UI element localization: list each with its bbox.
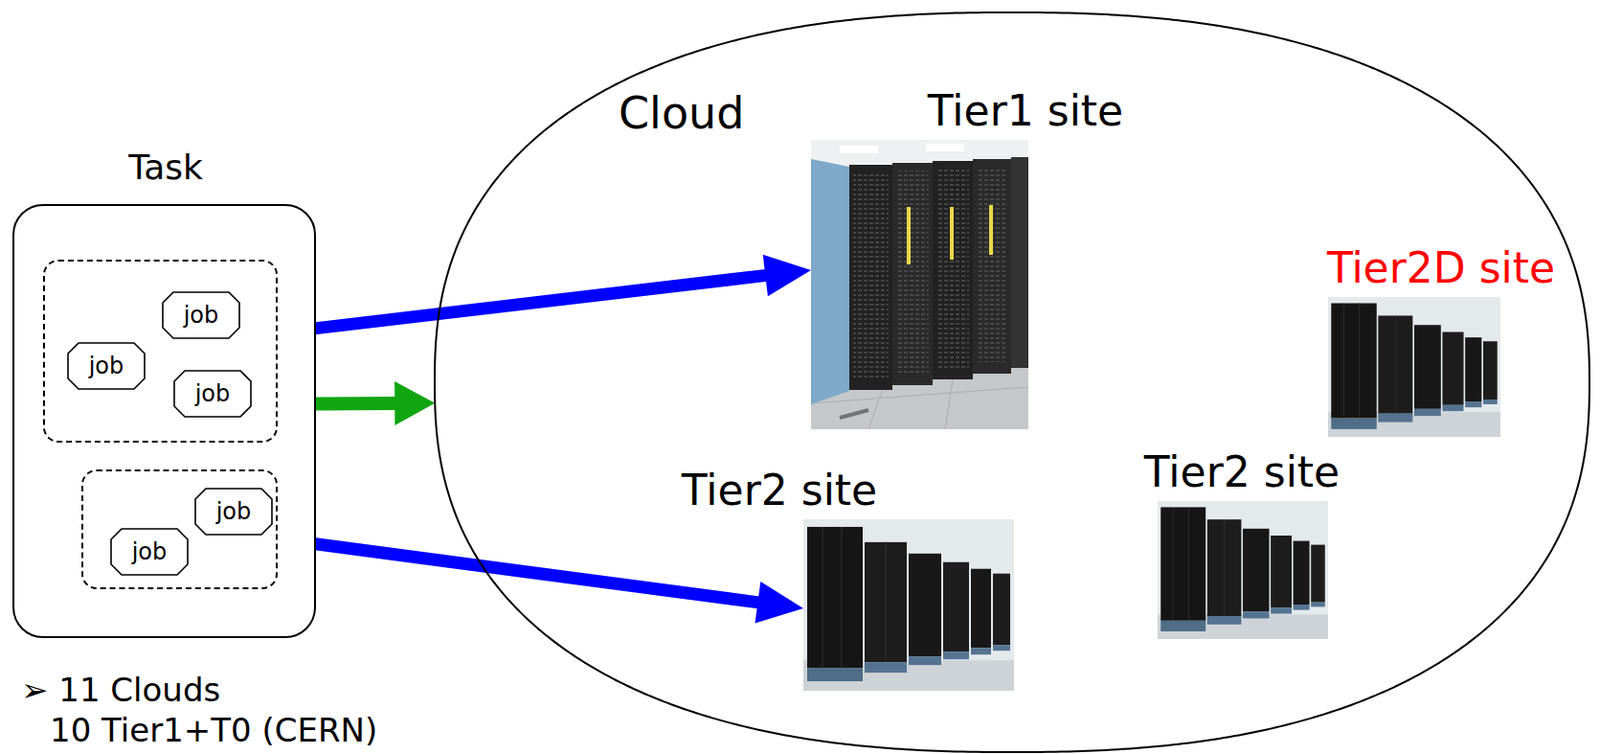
node-label: Task bbox=[128, 146, 203, 188]
arrow-head bbox=[755, 581, 804, 624]
job-group: job job bbox=[81, 469, 278, 589]
job-box: job bbox=[161, 291, 241, 339]
job-box: job bbox=[194, 487, 273, 536]
job-label: job bbox=[132, 538, 168, 566]
job-box: job bbox=[67, 341, 146, 390]
arrow-connector bbox=[277, 539, 804, 624]
node-label: Tier2 site bbox=[677, 465, 881, 517]
tier2d-site: Tier2D site bbox=[1328, 296, 1501, 437]
tier2-site: Tier2 site bbox=[803, 518, 1015, 691]
job-label: job bbox=[216, 497, 252, 526]
node-label: Tier2D site bbox=[1323, 243, 1559, 294]
arrow-connector bbox=[315, 381, 435, 426]
server-rack-photo bbox=[1157, 500, 1329, 639]
arrow-head bbox=[763, 254, 812, 297]
job-label: job bbox=[195, 380, 231, 408]
node-label: Cloud bbox=[614, 87, 748, 140]
job-group: job job job bbox=[43, 259, 278, 443]
server-room-photo bbox=[811, 139, 1029, 429]
server-rack-photo bbox=[803, 518, 1015, 691]
bullet-text: ➢ 11 Clouds bbox=[21, 670, 221, 710]
task-box: Taskjobjobjobjobjob bbox=[12, 203, 316, 638]
arrow-shaft bbox=[315, 396, 396, 410]
tier1-site: Tier1 site bbox=[811, 139, 1029, 429]
arrow-shaft bbox=[277, 274, 767, 333]
tier2-site: Tier2 site bbox=[1157, 500, 1329, 639]
job-label: job bbox=[89, 352, 125, 381]
bullet-text: 10 Tier1+T0 (CERN) bbox=[49, 710, 378, 750]
job-label: job bbox=[183, 301, 220, 330]
arrow-connector bbox=[277, 254, 812, 334]
node-label: Tier1 site bbox=[923, 86, 1127, 137]
cloud-region: CloudTier1 siteTier2D siteTier2 siteTier… bbox=[432, 10, 1592, 754]
job-box: job bbox=[173, 369, 252, 418]
job-box: job bbox=[110, 527, 189, 576]
arrow-shaft bbox=[277, 539, 759, 603]
arrow-head bbox=[394, 381, 435, 426]
server-rack-photo bbox=[1328, 296, 1501, 437]
node-label: Tier2 site bbox=[1140, 447, 1344, 498]
